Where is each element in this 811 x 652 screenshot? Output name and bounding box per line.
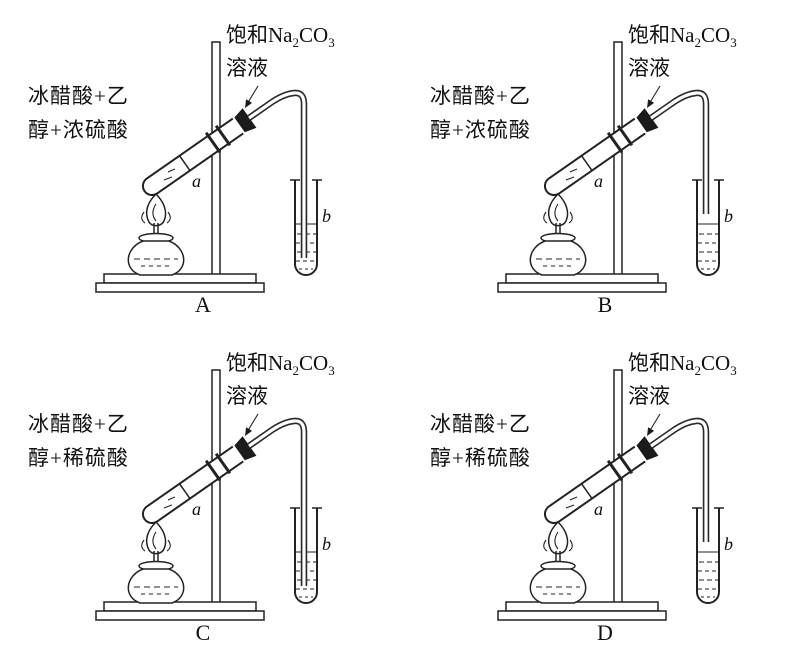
apparatus-panel-c: 冰醋酸+乙 醇+稀硫酸 饱和Na2CO3 溶液 a b C (6, 336, 401, 651)
panel-letter: B (597, 292, 614, 317)
tube-b-label: b (322, 534, 331, 554)
tube-b-label: b (724, 534, 733, 554)
solution-label: 饱和Na2CO3 溶液 (628, 20, 737, 83)
solution-label-line2: 溶液 (226, 56, 268, 81)
solution-label-line2: 溶液 (628, 56, 670, 81)
apparatus-diagram (94, 368, 324, 622)
tube-b-label: b (322, 206, 331, 226)
apparatus-diagram (496, 368, 726, 622)
reagent-label-line1: 冰醋酸+乙 (430, 84, 531, 108)
solution-label: 饱和Na2CO3 溶液 (226, 348, 335, 411)
reagent-label: 冰醋酸+乙 醇+浓硫酸 (430, 80, 531, 147)
solution-label-line2: 溶液 (226, 384, 268, 409)
reagent-label-line1: 冰醋酸+乙 (28, 84, 129, 108)
apparatus-panel-d: 冰醋酸+乙 醇+稀硫酸 饱和Na2CO3 溶液 a b D (408, 336, 803, 651)
tube-a-label: a (192, 171, 201, 191)
delivery-tube (247, 89, 308, 258)
apparatus-panel-a: 冰醋酸+乙 醇+浓硫酸 饱和Na2CO3 溶液 a b A (6, 8, 401, 323)
solution-label-line1: 饱和Na2CO3 (226, 23, 335, 51)
apparatus-panel-b: 冰醋酸+乙 醇+浓硫酸 饱和Na2CO3 溶液 a b B (408, 8, 803, 323)
panel-letter: C (195, 620, 212, 645)
tube-a-label: a (594, 171, 603, 191)
solution-label-line1: 饱和Na2CO3 (628, 23, 737, 51)
delivery-tube (649, 89, 710, 214)
panel-letter: A (195, 292, 212, 317)
solution-label-line2: 溶液 (628, 384, 670, 409)
reagent-label-line1: 冰醋酸+乙 (430, 412, 531, 436)
solution-label-line1: 饱和Na2CO3 (226, 351, 335, 379)
apparatus-diagram (496, 40, 726, 294)
tube-a-label: a (192, 499, 201, 519)
delivery-tube (649, 417, 710, 542)
reagent-label-line2: 醇+浓硫酸 (430, 117, 531, 142)
solution-label-line1: 饱和Na2CO3 (628, 351, 737, 379)
delivery-tube (247, 417, 308, 586)
reagent-label: 冰醋酸+乙 醇+稀硫酸 (28, 408, 129, 475)
panel-letter: D (597, 620, 614, 645)
reagent-label: 冰醋酸+乙 醇+稀硫酸 (430, 408, 531, 475)
reagent-label-line2: 醇+浓硫酸 (28, 117, 129, 142)
solution-label: 饱和Na2CO3 溶液 (628, 348, 737, 411)
reagent-label-line2: 醇+稀硫酸 (430, 445, 531, 470)
reagent-label-line1: 冰醋酸+乙 (28, 412, 129, 436)
reagent-label-line2: 醇+稀硫酸 (28, 445, 129, 470)
solution-label: 饱和Na2CO3 溶液 (226, 20, 335, 83)
tube-b-label: b (724, 206, 733, 226)
reagent-label: 冰醋酸+乙 醇+浓硫酸 (28, 80, 129, 147)
tube-a-label: a (594, 499, 603, 519)
apparatus-diagram (94, 40, 324, 294)
